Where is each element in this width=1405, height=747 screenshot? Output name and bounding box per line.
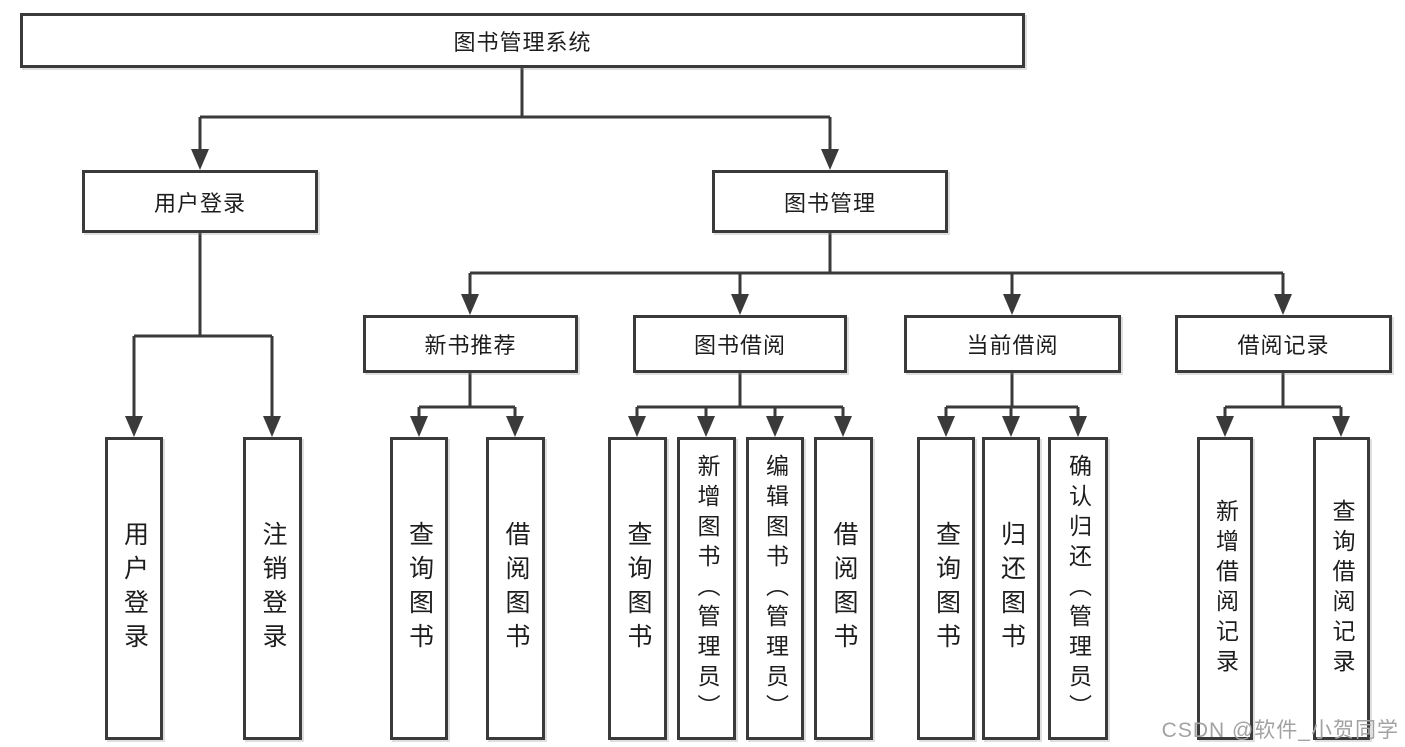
leaf-nb-query-books: 查询图书 — [390, 437, 448, 740]
leaf-logout: 注销登录 — [243, 437, 302, 740]
node-label: 图书借阅 — [693, 333, 786, 358]
leaf-label: 注销登录 — [259, 520, 287, 657]
leaf-bb-borrow-books: 借阅图书 — [814, 437, 873, 740]
node-label: 图书管理系统 — [453, 29, 592, 55]
node-label: 当前借阅 — [966, 333, 1059, 358]
leaf-bb-query-books: 查询图书 — [608, 437, 667, 740]
leaf-label: 查询图书 — [405, 520, 434, 657]
node-label: 用户登录 — [153, 190, 246, 216]
leaf-label: 借阅图书 — [502, 520, 530, 657]
leaf-cb-return-books: 归还图书 — [982, 437, 1040, 740]
leaf-label: 编辑图书（管理员） — [762, 453, 789, 724]
node-borrowing-records: 借阅记录 — [1175, 315, 1392, 373]
leaf-cb-query-books: 查询图书 — [917, 437, 975, 740]
node-new-book-recommendation: 新书推荐 — [363, 315, 578, 373]
node-book-management-branch: 图书管理 — [712, 170, 948, 233]
leaf-label: 查询图书 — [932, 520, 961, 657]
node-library-management-system: 图书管理系统 — [20, 13, 1025, 68]
leaf-nb-borrow-books: 借阅图书 — [486, 437, 545, 740]
leaf-cb-confirm-return-admin: 确认归还（管理员） — [1048, 437, 1108, 740]
leaf-label: 归还图书 — [997, 520, 1026, 657]
node-label: 新书推荐 — [424, 333, 517, 358]
node-current-borrowing: 当前借阅 — [904, 315, 1121, 373]
node-user-login-branch: 用户登录 — [82, 170, 318, 233]
leaf-user-login: 用户登录 — [105, 437, 163, 740]
leaf-label: 借阅图书 — [830, 520, 858, 657]
node-label: 借阅记录 — [1237, 333, 1330, 358]
leaf-label: 确认归还（管理员） — [1065, 453, 1092, 724]
leaf-label: 查询图书 — [624, 520, 652, 657]
leaf-label: 新增借阅记录 — [1212, 498, 1239, 679]
node-book-borrowing: 图书借阅 — [633, 315, 847, 373]
leaf-br-add-record: 新增借阅记录 — [1197, 437, 1253, 740]
leaf-label: 新增图书（管理员） — [694, 453, 720, 724]
leaf-label: 用户登录 — [120, 520, 149, 657]
leaf-label: 查询借阅记录 — [1329, 498, 1355, 679]
leaf-bb-edit-books-admin: 编辑图书（管理员） — [746, 437, 804, 740]
leaf-bb-add-books-admin: 新增图书（管理员） — [677, 437, 736, 740]
csdn-watermark: CSDN @软件_小贺同学 — [1161, 719, 1399, 742]
leaf-br-query-record: 查询借阅记录 — [1313, 437, 1370, 740]
node-label: 图书管理 — [783, 190, 876, 216]
